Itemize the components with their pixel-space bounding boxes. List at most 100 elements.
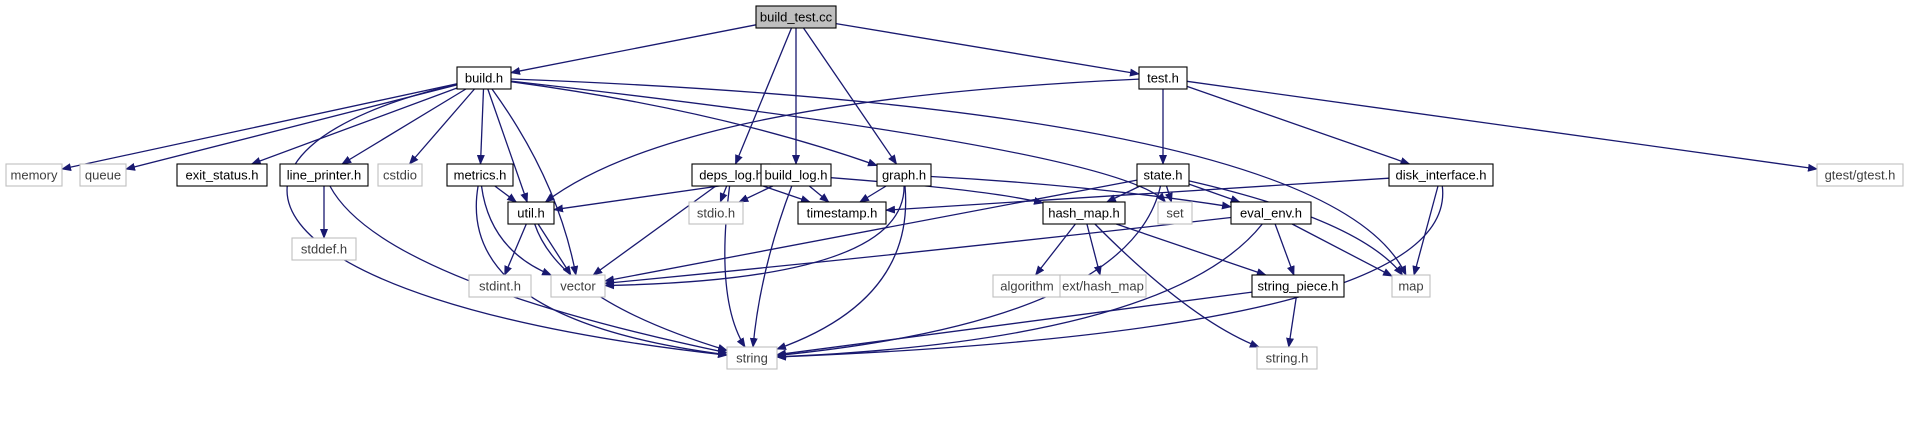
node-map: map <box>1391 274 1431 298</box>
node-box <box>688 201 744 225</box>
node-label: stddef.h <box>301 242 347 257</box>
node-label: set <box>1166 206 1184 221</box>
node-label: algorithm <box>1000 279 1053 294</box>
edge-hash-map-h-to-string-h <box>1094 223 1260 348</box>
node-label: stdio.h <box>697 206 735 221</box>
edge-build-log-h-to-string <box>749 185 793 348</box>
node-box <box>446 163 514 187</box>
edge-disk-interface-h-to-string <box>776 185 1444 361</box>
edge-hash-map-h-to-ext-hash-map <box>1086 223 1102 276</box>
node-gtest-h: gtest/gtest.h <box>1816 163 1904 187</box>
edge-build-test-cc-to-graph-h <box>802 27 898 165</box>
node-label: test.h <box>1147 71 1179 86</box>
edge-test-h-to-disk-interface-h <box>1186 85 1411 165</box>
edge-disk-interface-h-to-map <box>1412 185 1439 276</box>
file-nodes: build_test.cc build.h test.h memory queue exi… <box>5 5 1904 370</box>
node-string-piece-h[interactable]: string_piece.h <box>1251 274 1345 298</box>
edge-hash-map-h-to-string-piece-h <box>1115 223 1267 276</box>
node-label: build.h <box>465 71 503 86</box>
node-string-h: string.h <box>1256 346 1318 370</box>
edge-build-h-to-map <box>510 78 1407 276</box>
edge-build-h-to-set <box>510 80 1167 203</box>
edge-eval-env-h-to-string <box>776 223 1263 361</box>
node-box <box>876 163 932 187</box>
node-box <box>279 163 369 187</box>
edge-state-h-to-set <box>1164 185 1173 203</box>
node-label: queue <box>85 168 121 183</box>
node-box <box>1230 201 1312 225</box>
node-label: build_log.h <box>765 168 828 183</box>
node-stdio-h: stdio.h <box>688 201 744 225</box>
node-memory: memory <box>5 163 63 187</box>
node-label: build_test.cc <box>760 10 833 25</box>
node-disk-interface-h[interactable]: disk_interface.h <box>1388 163 1494 187</box>
node-box <box>1391 274 1431 298</box>
node-deps-log-h[interactable]: deps_log.h <box>691 163 771 187</box>
node-ext-hash-map: ext/hash_map <box>1059 274 1147 298</box>
edge-build-test-cc-to-deps-log-h <box>734 27 793 165</box>
node-label: memory <box>11 168 58 183</box>
node-build-log-h[interactable]: build_log.h <box>760 163 832 187</box>
edge-util-h-to-vector <box>537 223 572 276</box>
edge-test-h-to-gtest-h <box>1186 80 1818 172</box>
node-line-printer-h[interactable]: line_printer.h <box>279 163 369 187</box>
edge-string-piece-h-to-string-h <box>1286 296 1297 348</box>
edge-deps-log-h-to-vector <box>592 185 717 276</box>
edge-build-h-to-cstdio <box>408 88 475 165</box>
edge-build-h-to-exit-status-h <box>250 87 458 165</box>
node-stdint-h: stdint.h <box>468 274 532 298</box>
dependency-edges <box>61 22 1818 361</box>
node-box <box>1059 274 1147 298</box>
node-label: timestamp.h <box>807 206 878 221</box>
node-label: eval_env.h <box>1240 206 1302 221</box>
node-label: string_piece.h <box>1258 279 1339 294</box>
node-box <box>797 201 887 225</box>
node-vector: vector <box>550 274 606 298</box>
node-set: set <box>1157 201 1193 225</box>
node-test-h[interactable]: test.h <box>1138 66 1188 90</box>
edge-build-log-h-to-hash-map-h <box>830 177 1044 205</box>
node-label: string <box>736 351 768 366</box>
node-build-h[interactable]: build.h <box>456 66 512 90</box>
node-box <box>1157 201 1193 225</box>
node-box <box>377 163 423 187</box>
node-box <box>1042 201 1126 225</box>
node-exit-status-h[interactable]: exit_status.h <box>176 163 268 187</box>
node-stddef-h: stddef.h <box>291 237 357 261</box>
edge-build-h-to-graph-h <box>510 81 878 167</box>
node-box <box>1256 346 1318 370</box>
node-state-h[interactable]: state.h <box>1136 163 1190 187</box>
node-box <box>550 274 606 298</box>
node-box <box>726 346 778 370</box>
edge-deps-log-h-to-stdio-h <box>719 185 728 203</box>
edge-build-h-to-line-printer-h <box>341 88 467 165</box>
edge-build-test-cc-to-build-h <box>510 24 757 75</box>
edge-graph-h-to-vector <box>604 185 905 290</box>
node-label: vector <box>560 279 596 294</box>
edge-graph-h-to-eval-env-h <box>930 175 1232 210</box>
node-box <box>1816 163 1904 187</box>
node-label: hash_map.h <box>1048 206 1120 221</box>
node-eval-env-h[interactable]: eval_env.h <box>1230 201 1312 225</box>
edge-eval-env-h-to-map <box>1291 223 1393 277</box>
edge-eval-env-h-to-string-piece-h <box>1274 223 1295 276</box>
edge-build-h-to-util-h <box>487 88 529 203</box>
edge-state-h-to-vector <box>604 179 1138 284</box>
node-algorithm: algorithm <box>992 274 1062 298</box>
edge-build-test-cc-to-test-h <box>835 22 1140 77</box>
node-graph-h[interactable]: graph.h <box>876 163 932 187</box>
node-timestamp-h[interactable]: timestamp.h <box>797 201 887 225</box>
node-box <box>468 274 532 298</box>
node-cstdio: cstdio <box>377 163 423 187</box>
edge-graph-h-to-timestamp-h <box>859 185 887 203</box>
edge-graph-h-to-string <box>776 185 907 350</box>
node-box <box>1251 274 1345 298</box>
node-util-h[interactable]: util.h <box>507 201 555 225</box>
node-hash-map-h[interactable]: hash_map.h <box>1042 201 1126 225</box>
node-metrics-h[interactable]: metrics.h <box>446 163 514 187</box>
node-string: string <box>726 346 778 370</box>
node-label: string.h <box>1266 351 1309 366</box>
edge-build-log-h-to-stdio-h <box>738 185 774 203</box>
node-build-test-cc[interactable]: build_test.cc <box>755 5 837 29</box>
